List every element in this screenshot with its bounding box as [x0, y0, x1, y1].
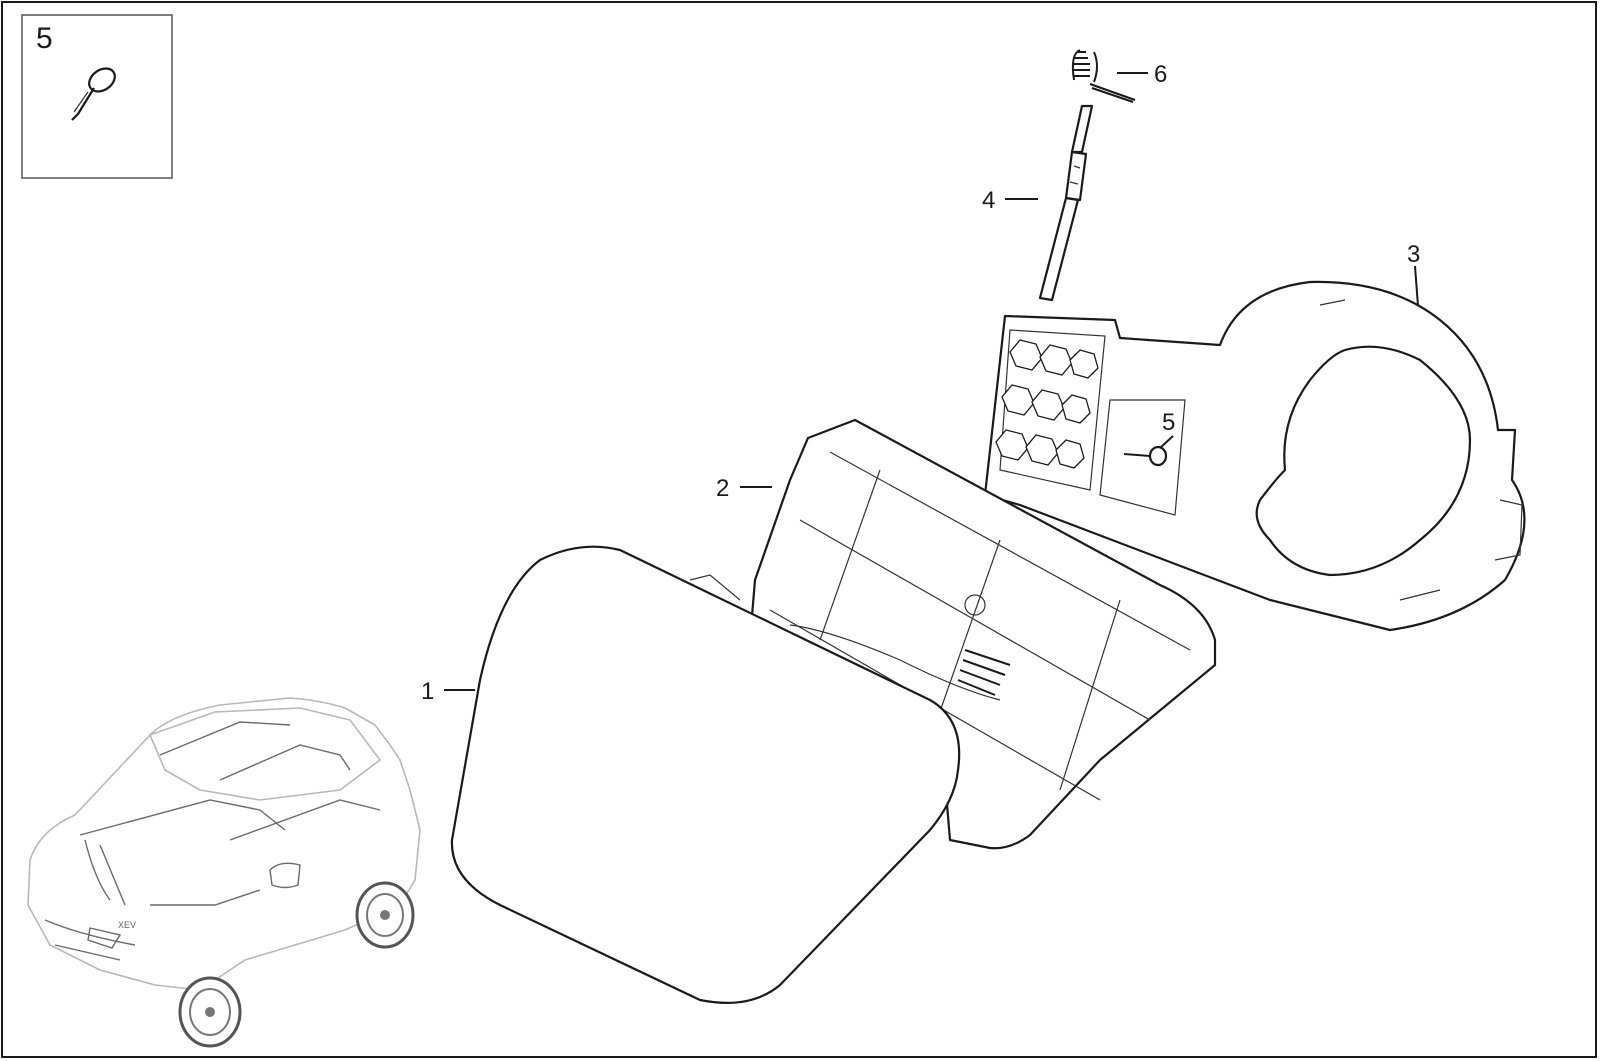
- car-badge: XEV: [118, 920, 136, 930]
- spring-part-6: [1071, 49, 1136, 103]
- callout-3: 3: [1407, 241, 1420, 268]
- valve-in-bracket: [1123, 445, 1168, 467]
- rear-wheel: [355, 881, 415, 949]
- inset-box: 5: [21, 14, 173, 179]
- bracket-part-3: [983, 280, 1526, 632]
- valve-icon: [71, 67, 116, 121]
- callouts: 6 4 3 5 2 1: [421, 61, 1420, 705]
- cover-plate-part-1: [450, 545, 961, 1004]
- callout-1: 1: [421, 678, 434, 705]
- front-wheel: [178, 976, 242, 1048]
- inset-number: 5: [36, 22, 53, 55]
- callout-4: 4: [982, 187, 995, 214]
- callout-2: 2: [716, 475, 729, 502]
- callout-5: 5: [1162, 409, 1175, 436]
- callout-6: 6: [1154, 61, 1167, 88]
- shaft-part-4: [1038, 104, 1094, 302]
- vehicle-locator-illustration: XEV: [27, 697, 421, 1048]
- housing-part-2: [689, 418, 1217, 850]
